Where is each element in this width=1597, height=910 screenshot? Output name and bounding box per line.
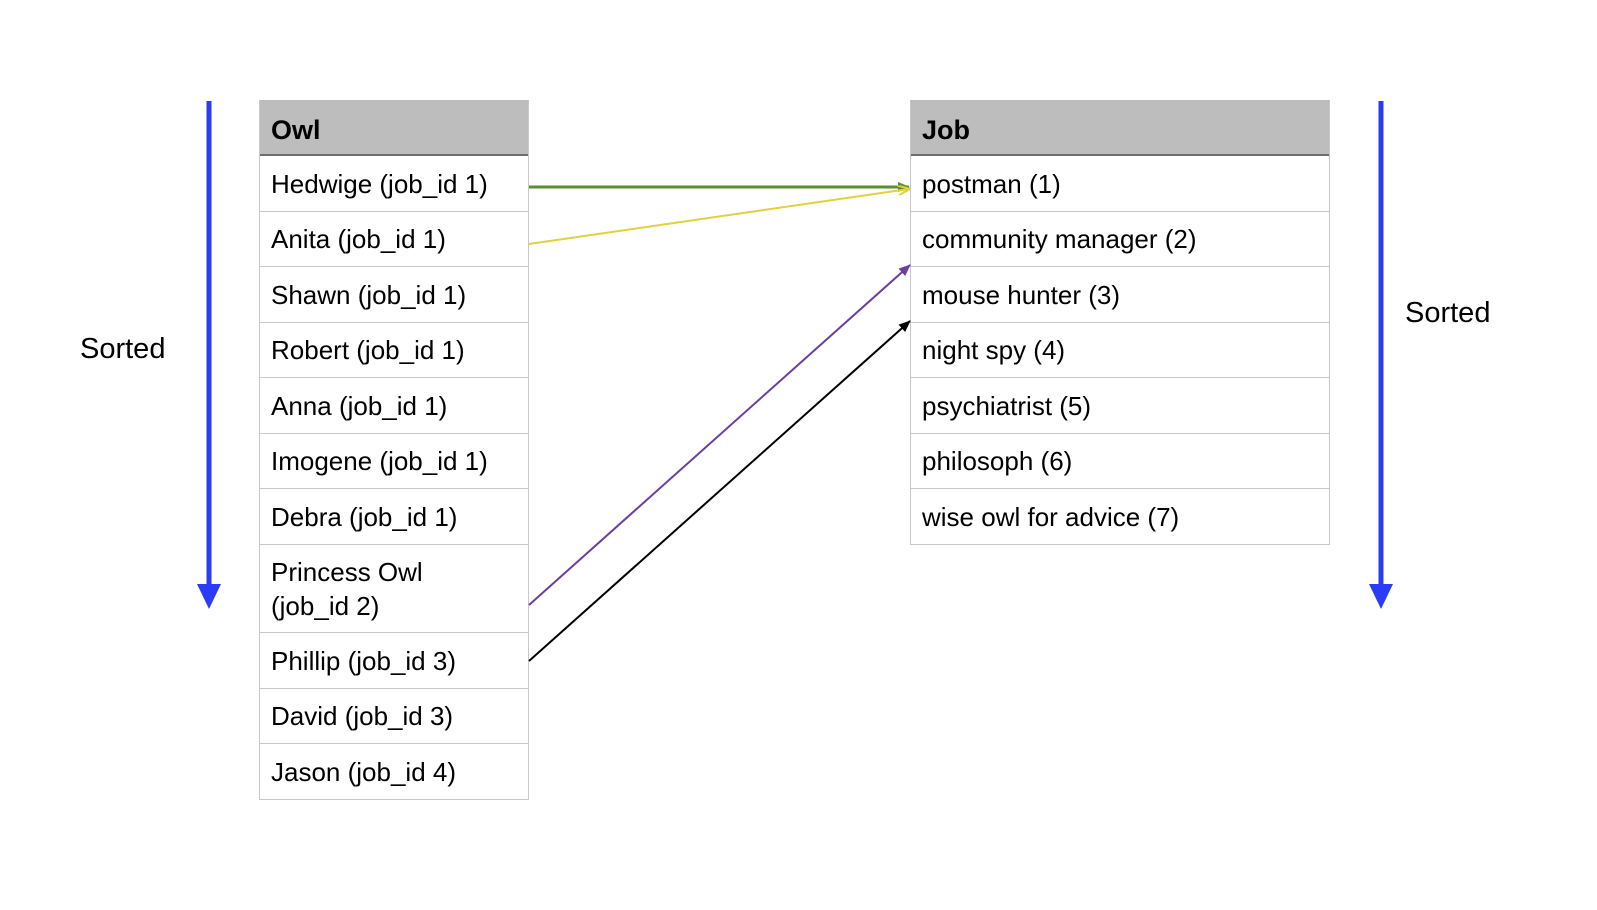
job-row: psychiatrist (5) [911, 378, 1329, 434]
job-table: Job postman (1) community manager (2) mo… [910, 100, 1330, 545]
left-sorted-arrow [197, 101, 221, 609]
job-row: night spy (4) [911, 323, 1329, 378]
left-sorted-label: Sorted [80, 333, 166, 365]
owl-row: Princess Owl (job_id 2) [260, 545, 528, 633]
job-row: mouse hunter (3) [911, 267, 1329, 323]
owl-row: Hedwige (job_id 1) [260, 156, 528, 212]
job-row: postman (1) [911, 156, 1329, 212]
owl-row: Anita (job_id 1) [260, 212, 528, 267]
right-sorted-label: Sorted [1405, 297, 1491, 329]
link-princess-owl-community-manager [528, 264, 911, 606]
owl-row: Anna (job_id 1) [260, 378, 528, 434]
job-row: community manager (2) [911, 212, 1329, 267]
owl-table: Owl Hedwige (job_id 1) Anita (job_id 1) … [259, 100, 529, 800]
owl-row: Phillip (job_id 3) [260, 633, 528, 689]
owl-row: Shawn (job_id 1) [260, 267, 528, 323]
owl-table-header: Owl [260, 100, 528, 156]
owl-row: Jason (job_id 4) [260, 744, 528, 800]
link-phillip-mouse-hunter [528, 320, 911, 662]
owl-row: Robert (job_id 1) [260, 323, 528, 378]
link-anita-postman [528, 189, 909, 245]
owl-row: David (job_id 3) [260, 689, 528, 744]
job-row: wise owl for advice (7) [911, 489, 1329, 545]
owl-row: Debra (job_id 1) [260, 489, 528, 545]
job-table-header: Job [911, 100, 1329, 156]
right-sorted-arrow [1369, 101, 1393, 609]
owl-row: Imogene (job_id 1) [260, 434, 528, 489]
job-row: philosoph (6) [911, 434, 1329, 489]
